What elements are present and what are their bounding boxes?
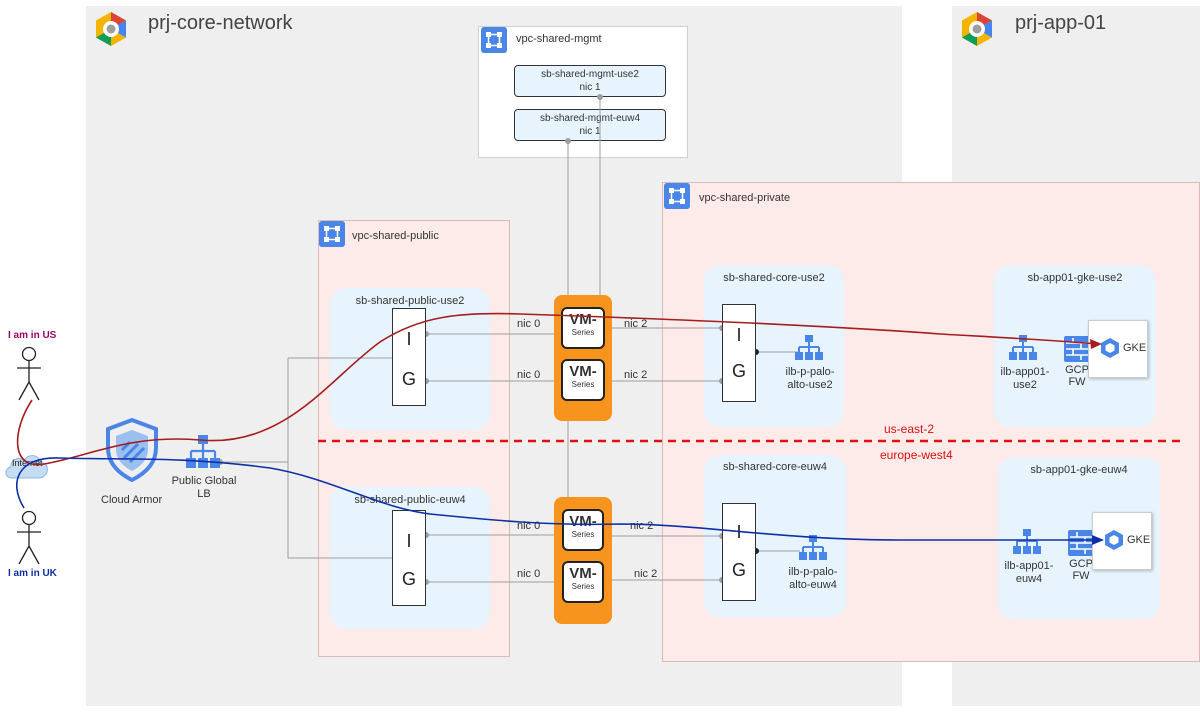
public-lb-line: Public Global <box>171 475 237 487</box>
vm-series-sub: Series <box>571 530 595 539</box>
ig-letter: G <box>731 560 746 580</box>
instance-group-core-use2: I G <box>722 304 756 402</box>
vpc-network-icon <box>481 27 507 53</box>
uk-traffic-path <box>16 457 1100 541</box>
user-uk-label: I am in UK <box>8 568 57 579</box>
instance-group-core-euw4: I G <box>722 503 756 601</box>
instance-group-public-euw4: I G <box>392 510 426 606</box>
ig-letter: I <box>406 329 412 349</box>
nic-label: nic 2 <box>624 318 648 330</box>
ilb-label-line: ilb-p-palo- <box>788 566 838 578</box>
user-icon <box>17 346 41 401</box>
ilb-label-line: euw4 <box>1015 573 1043 585</box>
uk-path-arrow <box>1092 535 1104 545</box>
gcp-fw-label: GCP FW <box>1060 364 1094 388</box>
load-balancer-icon <box>795 335 823 360</box>
vm-series-firewall: VM- Series <box>562 509 604 551</box>
ig-letter: I <box>406 531 412 551</box>
nic-label: nic 0 <box>517 568 541 580</box>
mgmt-subnet-name: sb-shared-mgmt-use2 <box>541 69 639 80</box>
ilb-palo-use2-label: ilb-p-palo- alto-use2 <box>770 366 850 392</box>
gke-cluster-use2: GKE <box>1088 320 1148 378</box>
region-label-us: us-east-2 <box>884 422 935 436</box>
vpc-network-icon <box>319 221 345 247</box>
load-balancer-icon <box>799 535 827 560</box>
vpc-private-label: vpc-shared-private <box>699 192 791 204</box>
ilb-label-line: ilb-app01- <box>1000 366 1050 378</box>
ilb-app-use2-label: ilb-app01- use2 <box>990 366 1060 392</box>
vm-series-sub: Series <box>571 582 595 591</box>
ilb-label-line: ilb-app01- <box>1004 560 1054 572</box>
gcp-fw-line: GCP <box>1065 364 1089 376</box>
vm-series-firewall: VM- Series <box>562 561 604 603</box>
subnet-label: sb-shared-public-use2 <box>355 295 465 307</box>
gcp-fw-line: GCP <box>1069 558 1093 570</box>
user-us-label: I am in US <box>8 330 57 341</box>
public-lb-label: Public Global LB <box>166 475 242 501</box>
vpc-mgmt-label: vpc-shared-mgmt <box>516 33 602 45</box>
mgmt-subnet-nic: nic 1 <box>579 126 601 137</box>
gcp-fw-label: GCP FW <box>1064 558 1098 582</box>
subnet-label: sb-shared-core-use2 <box>723 272 825 284</box>
subnet-label: sb-app01-gke-euw4 <box>1030 464 1128 476</box>
vpc-network-icon <box>664 183 690 209</box>
gke-icon <box>1105 530 1123 550</box>
nic-label: nic 2 <box>624 369 648 381</box>
ig-letter: G <box>731 361 746 381</box>
ilb-label-line: alto-euw4 <box>789 579 837 591</box>
ig-letter: I <box>736 325 742 345</box>
cloud-armor-label: Cloud Armor <box>101 494 163 506</box>
mgmt-subnet-nic: nic 1 <box>579 82 601 93</box>
cloud-armor-shield-icon <box>106 418 158 482</box>
ilb-label-line: alto-use2 <box>787 379 833 391</box>
gke-icon <box>1101 338 1119 358</box>
nic-label: nic 2 <box>630 520 654 532</box>
us-path-arrow <box>1090 339 1102 349</box>
region-label-eu: europe-west4 <box>880 448 953 462</box>
vm-series-sub: Series <box>571 380 595 389</box>
vpc-public-label: vpc-shared-public <box>352 230 439 242</box>
internet-cloud-icon <box>5 455 48 479</box>
vm-series-sub: Series <box>571 328 595 337</box>
ilb-label-line: use2 <box>1013 379 1037 391</box>
nic-label: nic 0 <box>517 318 541 330</box>
project-title-core: prj-core-network <box>148 12 293 34</box>
vm-series-title: VM- <box>569 513 597 530</box>
nic-label: nic 0 <box>517 369 541 381</box>
gke-label: GKE <box>1123 342 1147 354</box>
vm-series-title: VM- <box>569 363 597 380</box>
gcp-project-icon <box>96 12 126 46</box>
ig-letter: G <box>401 569 416 589</box>
ilb-palo-euw4-label: ilb-p-palo- alto-euw4 <box>773 566 853 592</box>
public-lb-line: LB <box>197 488 211 500</box>
us-traffic-path <box>16 312 1099 466</box>
gcp-project-icon <box>962 12 992 46</box>
mgmt-subnet-euw4: sb-shared-mgmt-euw4 nic 1 <box>514 109 666 141</box>
gke-cluster-euw4: GKE <box>1092 512 1152 570</box>
mgmt-subnet-name: sb-shared-mgmt-euw4 <box>539 113 641 124</box>
ilb-app-euw4-label: ilb-app01- euw4 <box>994 560 1064 586</box>
ilb-label-line: ilb-p-palo- <box>785 366 835 378</box>
load-balancer-icon <box>1013 529 1041 554</box>
subnet-label: sb-shared-core-euw4 <box>723 461 827 473</box>
project-title-app: prj-app-01 <box>1015 12 1107 34</box>
subnet-label: sb-app01-gke-use2 <box>1027 272 1123 284</box>
vm-series-title: VM- <box>569 565 597 582</box>
vm-series-firewall: VM- Series <box>561 359 605 401</box>
instance-group-public-use2: I G <box>392 308 426 406</box>
user-icon <box>17 510 41 565</box>
gcp-fw-line: FW <box>1072 570 1090 582</box>
nic-label: nic 2 <box>634 568 658 580</box>
ig-letter: G <box>401 369 416 389</box>
gcp-fw-line: FW <box>1068 376 1086 388</box>
vm-series-firewall: VM- Series <box>561 307 605 349</box>
mgmt-subnet-use2: sb-shared-mgmt-use2 nic 1 <box>514 65 666 97</box>
gke-label: GKE <box>1127 534 1151 546</box>
